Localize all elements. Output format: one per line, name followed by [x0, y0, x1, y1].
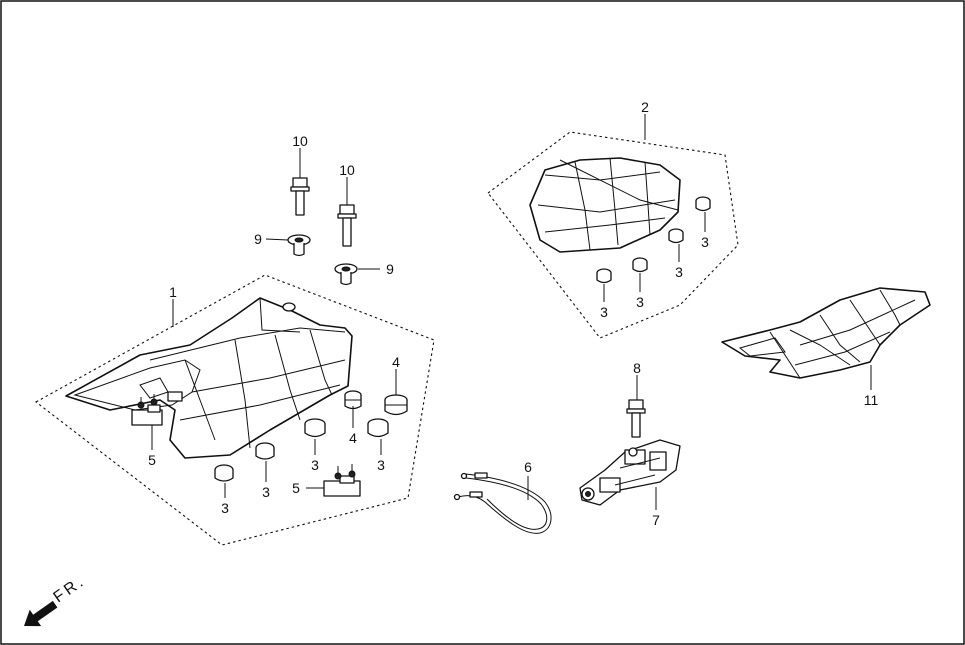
callout-3-a: 3	[221, 500, 229, 516]
callout-5-bottom: 5	[292, 480, 300, 496]
callout-3-e: 3	[600, 304, 608, 320]
grommet-3-b	[255, 442, 275, 460]
leader-9a	[265, 238, 289, 241]
washer-9-right	[334, 263, 358, 286]
callout-4-a: 4	[392, 354, 400, 370]
damper-4-a	[344, 390, 362, 410]
bolt-10-right	[337, 204, 357, 247]
front-seat	[65, 297, 353, 459]
rear-seat	[529, 157, 681, 253]
callout-1: 1	[169, 284, 177, 300]
grommet-3-f	[632, 257, 648, 273]
grommet-3-h	[695, 196, 711, 212]
callout-7: 7	[652, 512, 660, 528]
callout-8: 8	[633, 360, 641, 376]
front-seat-group-outline	[35, 274, 435, 546]
callout-4-b: 4	[349, 430, 357, 446]
callout-3-c: 3	[311, 457, 319, 473]
seat-11	[721, 287, 931, 379]
callout-10-right: 10	[339, 162, 355, 178]
front-direction-label: FR.	[51, 572, 89, 606]
grommet-3-c	[304, 418, 326, 438]
callout-3-h: 3	[701, 234, 709, 250]
washer-9-left	[287, 234, 311, 257]
callout-3-b: 3	[262, 484, 270, 500]
callout-3-d: 3	[377, 457, 385, 473]
grommet-3-d	[367, 418, 389, 438]
clip-5-left	[131, 394, 163, 426]
grommet-3-g	[668, 228, 684, 244]
grommet-3-e	[596, 268, 612, 284]
callout-3-f: 3	[636, 294, 644, 310]
callout-10-left: 10	[292, 133, 308, 149]
bolt-10-left	[290, 177, 310, 216]
grommet-3-a	[214, 464, 234, 482]
callout-9-right: 9	[386, 261, 394, 277]
callout-3-g: 3	[675, 264, 683, 280]
callout-11: 11	[864, 392, 879, 408]
callout-2: 2	[641, 99, 649, 115]
cable-6	[453, 472, 552, 534]
front-direction-arrow-icon	[24, 600, 58, 627]
damper-4-b	[384, 394, 408, 416]
bolt-8	[626, 399, 646, 438]
clip-5-bottom	[323, 464, 361, 497]
callout-9-left: 9	[254, 231, 262, 247]
seat-latch-7	[579, 439, 681, 506]
callout-5-left: 5	[148, 452, 156, 468]
callout-6: 6	[524, 459, 532, 475]
